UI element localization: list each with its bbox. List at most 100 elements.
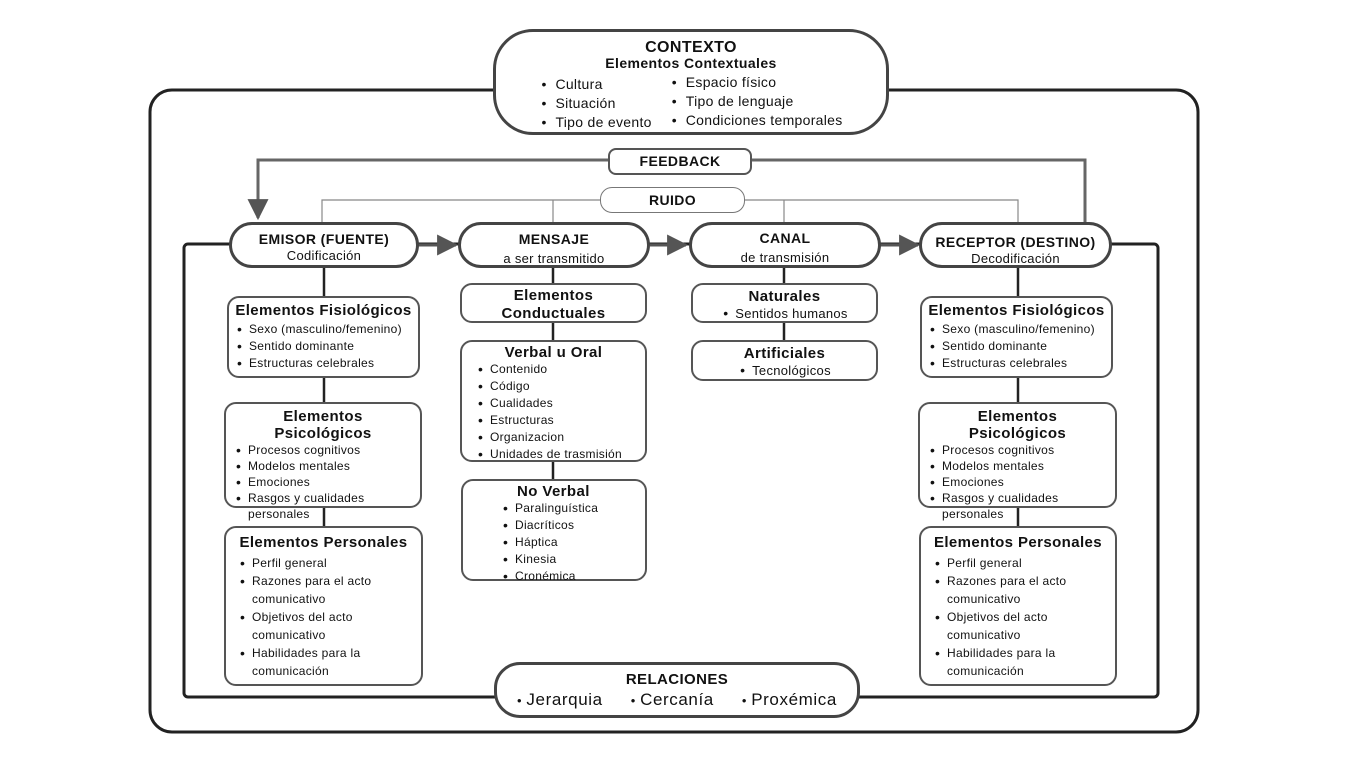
artificiales-box: Artificiales Tecnológicos: [691, 340, 878, 381]
list-item: Sexo (masculino/femenino): [928, 321, 1105, 338]
naturales-box: Naturales Sentidos humanos: [691, 283, 878, 323]
canal-subtitle: de transmisión: [740, 250, 830, 265]
receptor-psicologicos-title: Elementos Psicológicos: [968, 408, 1067, 442]
relaciones-list: Jerarquia Cercanía Proxémica: [497, 690, 857, 710]
emisor-psicologicos-box: Elementos Psicológicos Procesos cognitiv…: [224, 402, 422, 521]
list-item: Jerarquia: [517, 690, 603, 710]
list-item: Código: [476, 378, 631, 395]
naturales-list: Sentidos humanos: [701, 305, 868, 322]
feedback-box: FEEDBACK: [608, 148, 752, 175]
list-item: Cualidades: [476, 395, 631, 412]
list-item: Cronémica: [501, 568, 635, 585]
list-item: Unidades de trasmisión: [476, 446, 631, 463]
list-item: Objetivos del acto comunicativo: [933, 608, 1077, 644]
list-item: Sexo (masculino/femenino): [235, 321, 412, 338]
list-item: Sentido dominante: [928, 338, 1105, 355]
emisor-fisiologicos-title: Elementos Fisiológicos: [235, 302, 412, 319]
list-item: Emociones: [928, 474, 1107, 490]
list-item: Tipo de lenguaje: [670, 92, 843, 111]
list-item: Estructuras celebrales: [928, 355, 1105, 372]
list-item: Sentidos humanos: [721, 305, 847, 322]
receptor-psicologicos-box: Elementos Psicológicos Procesos cognitiv…: [918, 402, 1117, 521]
list-item: Contenido: [476, 361, 631, 378]
relaciones-title: RELACIONES: [625, 671, 729, 688]
list-item: Procesos cognitivos: [928, 442, 1107, 458]
noverbal-list: Paralinguística Diacríticos Háptica Kine…: [501, 500, 635, 585]
list-item: Modelos mentales: [928, 458, 1107, 474]
list-item: Estructuras: [476, 412, 631, 429]
list-item: Modelos mentales: [234, 458, 412, 474]
emisor-personales-box: Elementos Personales Perfil general Razo…: [224, 526, 423, 686]
receptor-title: RECEPTOR (DESTINO): [935, 234, 1096, 250]
mensaje-node: MENSAJE a ser transmitido: [458, 222, 650, 268]
naturales-title: Naturales: [748, 288, 821, 305]
list-item: Perfil general: [238, 554, 409, 572]
list-item: Espacio físico: [670, 73, 843, 92]
emisor-personales-title: Elementos Personales: [239, 534, 408, 551]
verbal-box: Verbal u Oral Contenido Código Cualidade…: [460, 340, 647, 463]
ruido-label: RUIDO: [648, 192, 697, 208]
list-item: Razones para el acto comunicativo: [238, 572, 382, 608]
emisor-node: EMISOR (FUENTE) Codificación: [229, 222, 419, 268]
list-item: Habilidades para la comunicación: [933, 644, 1067, 680]
list-item: Cultura: [539, 75, 651, 94]
list-item: Tecnológicos: [738, 362, 831, 379]
list-item: Habilidades para la comunicación: [238, 644, 372, 680]
emisor-title: EMISOR (FUENTE): [258, 231, 390, 247]
list-item: Paralinguística: [501, 500, 635, 517]
contexto-subtitle: Elementos Contextuales: [605, 55, 777, 71]
list-item: Cercanía: [631, 690, 714, 710]
mensaje-subtitle: a ser transmitido: [503, 251, 605, 266]
verbal-list: Contenido Código Cualidades Estructuras …: [476, 361, 631, 463]
receptor-node: RECEPTOR (DESTINO) Decodificación: [919, 222, 1112, 268]
contexto-list-1: Cultura Situación Tipo de evento: [539, 73, 651, 132]
list-item: Proxémica: [742, 690, 837, 710]
emisor-personales-list: Perfil general Razones para el acto comu…: [238, 554, 409, 680]
list-item: Condiciones temporales: [670, 111, 843, 130]
list-item: Procesos cognitivos: [234, 442, 412, 458]
list-item: Kinesia: [501, 551, 635, 568]
list-item: Háptica: [501, 534, 635, 551]
canal-node: CANAL de transmisión: [689, 222, 881, 268]
list-item: Tipo de evento: [539, 113, 651, 132]
noverbal-box: No Verbal Paralinguística Diacríticos Há…: [461, 479, 647, 585]
artificiales-list: Tecnológicos: [701, 362, 868, 379]
contexto-box: CONTEXTO Elementos Contextuales Cultura …: [493, 29, 889, 135]
verbal-title: Verbal u Oral: [504, 344, 603, 361]
emisor-fisiologicos-list: Sexo (masculino/femenino) Sentido domina…: [235, 321, 412, 372]
mensaje-title: MENSAJE: [518, 231, 590, 247]
artificiales-title: Artificiales: [743, 345, 826, 362]
relaciones-box: RELACIONES Jerarquia Cercanía Proxémica: [494, 662, 860, 718]
receptor-personales-box: Elementos Personales Perfil general Razo…: [919, 526, 1117, 686]
conductuales-box: Elementos Conductuales: [460, 283, 647, 323]
list-item: Diacríticos: [501, 517, 635, 534]
receptor-fisiologicos-title: Elementos Fisiológicos: [928, 302, 1105, 319]
list-item: Razones para el acto comunicativo: [933, 572, 1077, 608]
list-item: Situación: [539, 94, 651, 113]
noverbal-title: No Verbal: [517, 483, 590, 500]
receptor-fisiologicos-list: Sexo (masculino/femenino) Sentido domina…: [928, 321, 1105, 372]
emisor-psicologicos-list: Procesos cognitivos Modelos mentales Emo…: [234, 442, 412, 522]
list-item: Estructuras celebrales: [235, 355, 412, 372]
receptor-personales-list: Perfil general Razones para el acto comu…: [933, 554, 1103, 680]
canal-title: CANAL: [759, 230, 811, 246]
receptor-subtitle: Decodificación: [971, 251, 1060, 266]
receptor-psicologicos-list: Procesos cognitivos Modelos mentales Emo…: [928, 442, 1107, 522]
emisor-psicologicos-title: Elementos Psicológicos: [274, 408, 372, 442]
ruido-box: RUIDO: [600, 187, 745, 213]
list-item: Sentido dominante: [235, 338, 412, 355]
list-item: Perfil general: [933, 554, 1103, 572]
list-item: Objetivos del acto comunicativo: [238, 608, 382, 644]
receptor-fisiologicos-box: Elementos Fisiológicos Sexo (masculino/f…: [920, 296, 1113, 378]
emisor-fisiologicos-box: Elementos Fisiológicos Sexo (masculino/f…: [227, 296, 420, 378]
emisor-subtitle: Codificación: [286, 248, 362, 263]
list-item: Rasgos y cualidades personales: [234, 490, 388, 522]
list-item: Rasgos y cualidades personales: [928, 490, 1082, 522]
conductuales-title: Elementos Conductuales: [501, 287, 606, 322]
list-item: Organizacion: [476, 429, 631, 446]
contexto-title: CONTEXTO: [645, 39, 737, 56]
feedback-label: FEEDBACK: [639, 153, 721, 169]
contexto-list-2: Espacio físico Tipo de lenguaje Condicio…: [670, 73, 843, 132]
list-item: Emociones: [234, 474, 412, 490]
receptor-personales-title: Elementos Personales: [933, 534, 1103, 551]
